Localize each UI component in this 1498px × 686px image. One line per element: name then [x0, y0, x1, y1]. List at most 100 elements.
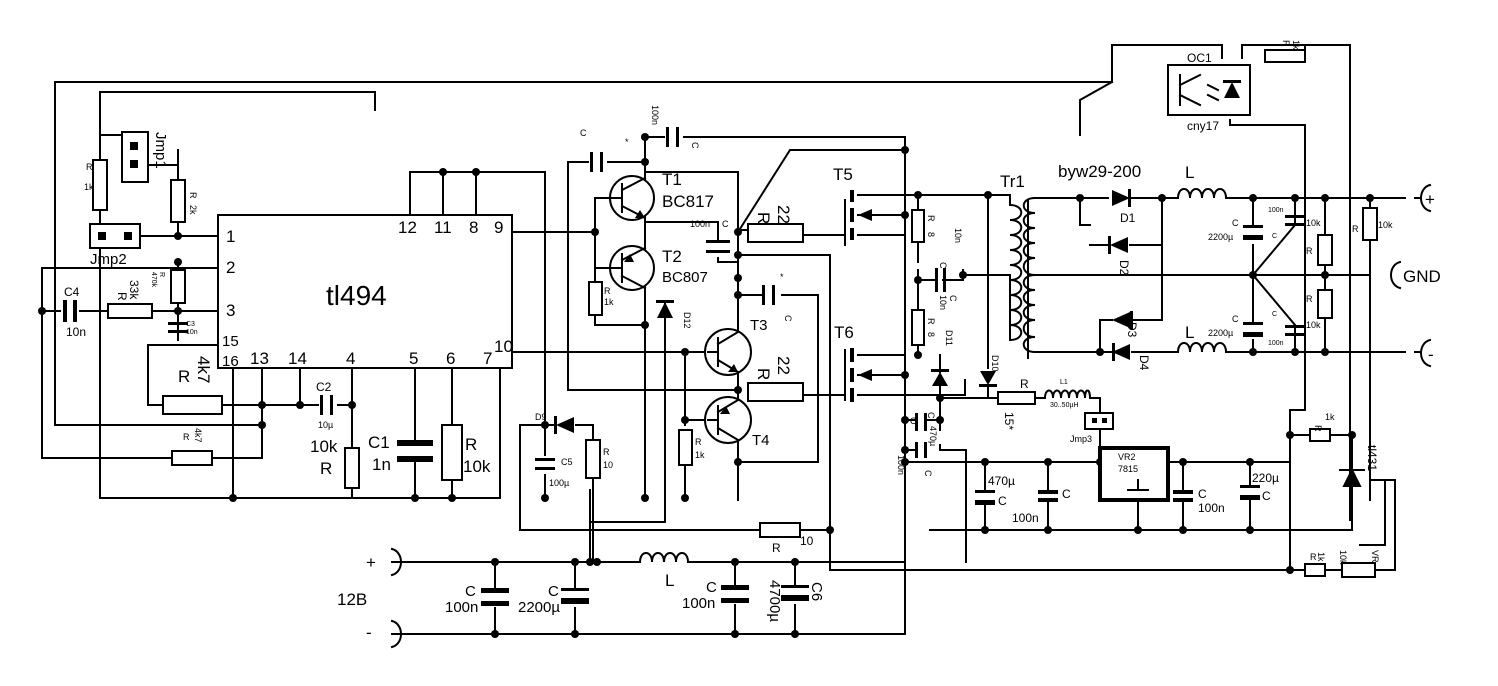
svg-text:R: R [115, 292, 129, 301]
svg-text:R: R [772, 541, 781, 555]
svg-text:C: C [722, 219, 729, 229]
svg-text:C: C [926, 412, 936, 419]
svg-text:100n: 100n [682, 595, 715, 612]
svg-text:byw29-200: byw29-200 [1058, 162, 1141, 181]
ic-pin-13: 13 [250, 349, 269, 368]
svg-text:L: L [1185, 323, 1194, 342]
snubber-and-transformer: R 8 R 8 10n C 10n C D11 D10 Tr1 C C 470µ… [896, 172, 1092, 477]
jumper-jmp3: Jmp3 [1070, 412, 1114, 444]
ic-pin-15: 15 [222, 333, 239, 350]
svg-text:10k: 10k [463, 457, 491, 476]
svg-text:10n: 10n [186, 329, 198, 336]
svg-text:C5: C5 [561, 457, 573, 467]
svg-text:R: R [926, 215, 936, 222]
ic-pin-12: 12 [398, 218, 417, 237]
svg-text:C: C [923, 470, 933, 477]
ic-pin-6: 6 [446, 349, 455, 368]
ic-pin-14: 14 [288, 349, 307, 368]
svg-text:10: 10 [800, 534, 814, 548]
svg-text:R: R [1281, 40, 1291, 47]
svg-text:1k: 1k [1291, 40, 1301, 50]
capacitors-left: C4 10n C3 10n C2 10µ C1 1n C5 100µ R 10 … [63, 285, 613, 488]
svg-text:C: C [783, 315, 793, 322]
svg-text:30..50µH: 30..50µH [1050, 402, 1079, 409]
svg-text:C: C [910, 416, 917, 426]
svg-text:10k: 10k [1338, 550, 1348, 565]
svg-text:10n: 10n [938, 295, 948, 310]
regulator-section: VR2 7815 470µ C C 100n C 100n 220µ C R 1… [975, 412, 1380, 578]
resistors-left: R 1k R 2k 470k R 33k R 4k7 R 4k7 R 10k R… [84, 159, 491, 489]
svg-text:100µ: 100µ [549, 478, 569, 488]
svg-text:T3: T3 [750, 317, 768, 334]
svg-text:L: L [665, 571, 674, 590]
svg-text:D3: D3 [1125, 322, 1139, 338]
svg-text:Tr1: Tr1 [1000, 172, 1025, 191]
svg-text:L: L [1185, 163, 1194, 182]
svg-text:100n: 100n [445, 599, 478, 616]
svg-text:C2: C2 [316, 380, 332, 394]
supply-minus-label: - [366, 623, 372, 642]
jumper-jmp1: Jmp1 [121, 131, 179, 183]
svg-text:*: * [625, 137, 629, 147]
svg-text:10k: 10k [1306, 320, 1321, 330]
svg-text:1k: 1k [1325, 412, 1335, 422]
svg-text:D9: D9 [535, 412, 547, 422]
svg-text:R: R [1310, 552, 1317, 562]
svg-text:R: R [604, 286, 611, 296]
svg-text:470µ: 470µ [928, 426, 938, 446]
svg-text:100n: 100n [1012, 511, 1039, 525]
output-rectifier: byw29-200 D1 D2 D3 D4 L L C 2200µ C 2200… [1058, 162, 1393, 371]
svg-text:R: R [158, 272, 165, 277]
svg-text:4700µ: 4700µ [766, 580, 783, 622]
svg-text:220µ: 220µ [1252, 471, 1279, 485]
svg-text:OC1: OC1 [1187, 51, 1212, 65]
svg-text:R: R [1352, 224, 1359, 234]
ic-pin-8: 8 [469, 218, 478, 237]
svg-text:BC807: BC807 [662, 269, 708, 286]
mosfet-t5: T5 [833, 165, 872, 246]
svg-text:100n: 100n [1268, 207, 1284, 214]
svg-text:C: C [998, 494, 1007, 508]
output-plus-label: + [1425, 190, 1435, 209]
svg-text:10k: 10k [1306, 218, 1321, 228]
svg-text:100n: 100n [650, 105, 660, 125]
svg-text:1k: 1k [604, 297, 614, 307]
svg-text:8: 8 [926, 232, 936, 237]
tl494-ic: tl494 1 2 3 15 16 13 14 4 5 6 7 10 12 11… [217, 211, 513, 370]
junction-dots [38, 133, 1374, 638]
optocoupler-oc1: OC1 cny17 R 1k [1167, 40, 1306, 133]
svg-text:VR: VR [1370, 550, 1380, 563]
svg-text:T5: T5 [833, 165, 853, 184]
svg-text:R: R [1306, 246, 1313, 256]
jmp1-label: Jmp1 [152, 132, 169, 169]
svg-text:R: R [183, 432, 190, 442]
svg-text:R: R [178, 367, 190, 386]
svg-text:10: 10 [603, 460, 613, 470]
svg-text:C: C [948, 295, 958, 302]
svg-text:R: R [1313, 425, 1323, 432]
svg-text:BC817: BC817 [662, 192, 714, 211]
svg-text:15*: 15* [1002, 412, 1016, 430]
svg-text:R: R [1020, 377, 1029, 391]
ic-pin-7: 7 [483, 349, 492, 368]
svg-text:1k: 1k [84, 182, 94, 192]
svg-text:1k: 1k [695, 450, 705, 460]
svg-text:R: R [465, 435, 477, 454]
ic-pin-2: 2 [226, 258, 235, 277]
svg-text:C: C [706, 579, 717, 596]
svg-text:C: C [938, 262, 948, 269]
svg-text:T6: T6 [834, 323, 854, 342]
output-gnd-label: GND [1403, 267, 1441, 286]
svg-text:100n: 100n [1268, 340, 1284, 347]
jmp3-label: Jmp3 [1070, 434, 1092, 444]
svg-text:10µ: 10µ [318, 420, 333, 430]
svg-text:C: C [1272, 233, 1277, 240]
svg-text:D11: D11 [944, 330, 954, 346]
ic-pin-3: 3 [226, 301, 235, 320]
svg-text:33k: 33k [127, 280, 141, 300]
svg-text:T1: T1 [662, 170, 682, 189]
svg-text:C6: C6 [808, 582, 825, 601]
svg-text:2k: 2k [188, 205, 198, 215]
